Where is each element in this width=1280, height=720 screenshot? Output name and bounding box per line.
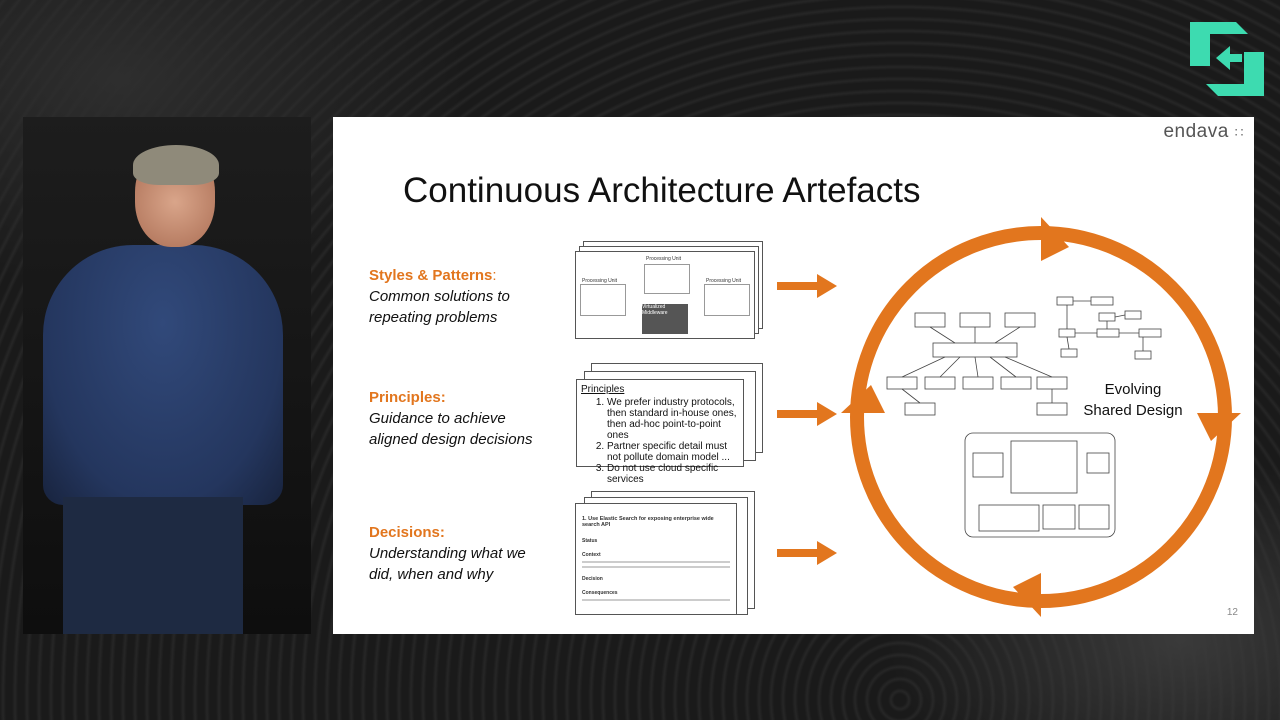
section-heading: Principles: (369, 389, 446, 406)
section-desc-line: did, when and why (369, 566, 494, 583)
presentation-slide: endava ∷ Continuous Architecture Artefac… (333, 117, 1254, 634)
section-heading: Decisions: (369, 524, 445, 541)
principle-item: We prefer industry protocols, then stand… (607, 397, 739, 441)
decision-record-card: 1. Use Elastic Search for exposing enter… (575, 503, 737, 615)
section-desc-line: repeating problems (369, 309, 498, 326)
page-number: 12 (1226, 607, 1238, 618)
speaker-body (43, 245, 283, 505)
slide-title: Continuous Architecture Artefacts (403, 171, 921, 210)
architecture-sketch (886, 296, 1162, 538)
principles-heading: Principles (581, 384, 625, 395)
speaker-hair (133, 145, 219, 185)
section-heading: Styles & Patterns (369, 267, 493, 284)
section-principles: Principles: Guidance to achieve aligned … (369, 387, 532, 450)
arrow-right-icon (777, 402, 837, 426)
brand-logo: endava ∷ (1163, 121, 1244, 142)
section-desc-line: Guidance to achieve (369, 410, 506, 427)
arrow-right-icon (777, 274, 837, 298)
principles-card: Principles We prefer industry protocols,… (576, 379, 744, 485)
principle-item: Do not use cloud specific services (607, 463, 739, 485)
section-desc-line: Understanding what we (369, 545, 526, 562)
section-desc-line: aligned design decisions (369, 431, 533, 448)
speaker-legs (63, 497, 243, 634)
event-logo-icon (1190, 22, 1264, 96)
evolving-shared-design-label: Evolving Shared Design (1083, 381, 1183, 419)
pattern-diagram-card: Processing Unit Processing Unit Processi… (575, 251, 755, 339)
arrow-right-icon (777, 541, 837, 565)
cycle-ring-icon (841, 217, 1241, 617)
section-styles-patterns: Styles & Patterns: Common solutions to r… (369, 267, 510, 326)
principle-item: Partner specific detail must not pollute… (607, 441, 739, 463)
section-decisions: Decisions: Understanding what we did, wh… (369, 522, 526, 585)
speaker-video (23, 117, 311, 634)
section-desc-line: Common solutions to (369, 288, 510, 305)
